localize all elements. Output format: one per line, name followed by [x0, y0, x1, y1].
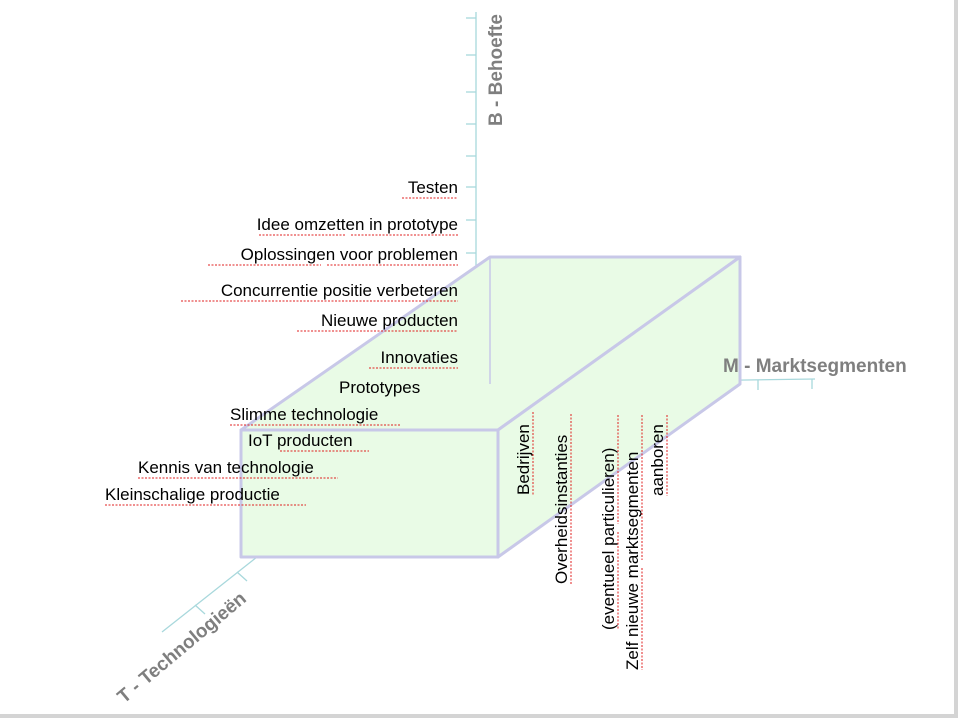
t-axis-labels: Prototypes Slimme technologie IoT produc…	[105, 378, 420, 506]
b-label: Idee omzetten in prototype	[257, 215, 458, 234]
m-label: aanboren	[648, 424, 667, 496]
m-axis-labels: Bedrijven Overheidsinstanties (eventueel…	[514, 412, 668, 670]
t-axis-title: T - Technologieën	[114, 588, 251, 708]
m-label: (eventueel particulieren)	[599, 448, 618, 630]
slide-bottom-edge	[0, 714, 958, 718]
b-axis-labels: Testen Idee omzetten in prototype Oploss…	[181, 178, 459, 369]
b-axis-title: B - Behoefte	[486, 14, 507, 126]
b-label: Testen	[408, 178, 458, 197]
b-label: Nieuwe producten	[321, 311, 458, 330]
cuboid	[239, 255, 742, 559]
m-label: Zelf nieuwe marktsegmenten	[623, 452, 642, 670]
t-label: Kleinschalige productie	[105, 485, 280, 504]
b-label: Oplossingen voor problemen	[241, 245, 458, 264]
t-label: Prototypes	[339, 378, 420, 397]
m-axis-title: M - Marktsegmenten	[723, 356, 907, 377]
t-label: Kennis van technologie	[138, 458, 314, 477]
b-label: Innovaties	[381, 348, 459, 367]
b-label: Concurrentie positie verbeteren	[221, 281, 458, 300]
t-label: IoT producten	[248, 431, 353, 450]
slide-right-edge	[954, 0, 958, 718]
t-label: Slimme technologie	[230, 405, 378, 424]
m-label: Overheidsinstanties	[552, 435, 571, 584]
m-label: Bedrijven	[514, 424, 533, 495]
